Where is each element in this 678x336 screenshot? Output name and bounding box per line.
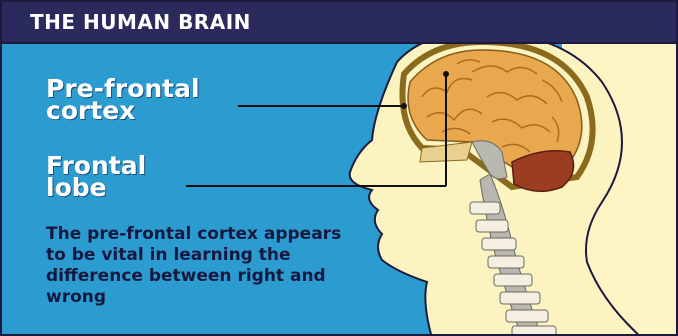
prefrontal-cortex-label: Pre-frontal cortex — [46, 78, 200, 122]
frontal-label-line2: lobe — [46, 177, 146, 199]
diagram-title: THE HUMAN BRAIN — [30, 10, 251, 34]
frontal-lobe-label: Frontal lobe — [46, 155, 146, 199]
caption-text: The pre-frontal cortex appears to be vit… — [46, 224, 346, 308]
frontal-pointer-dot — [443, 71, 449, 77]
title-bar: THE HUMAN BRAIN — [2, 2, 676, 44]
prefrontal-pointer-dot — [401, 103, 407, 109]
prefrontal-label-line2: cortex — [46, 100, 200, 122]
